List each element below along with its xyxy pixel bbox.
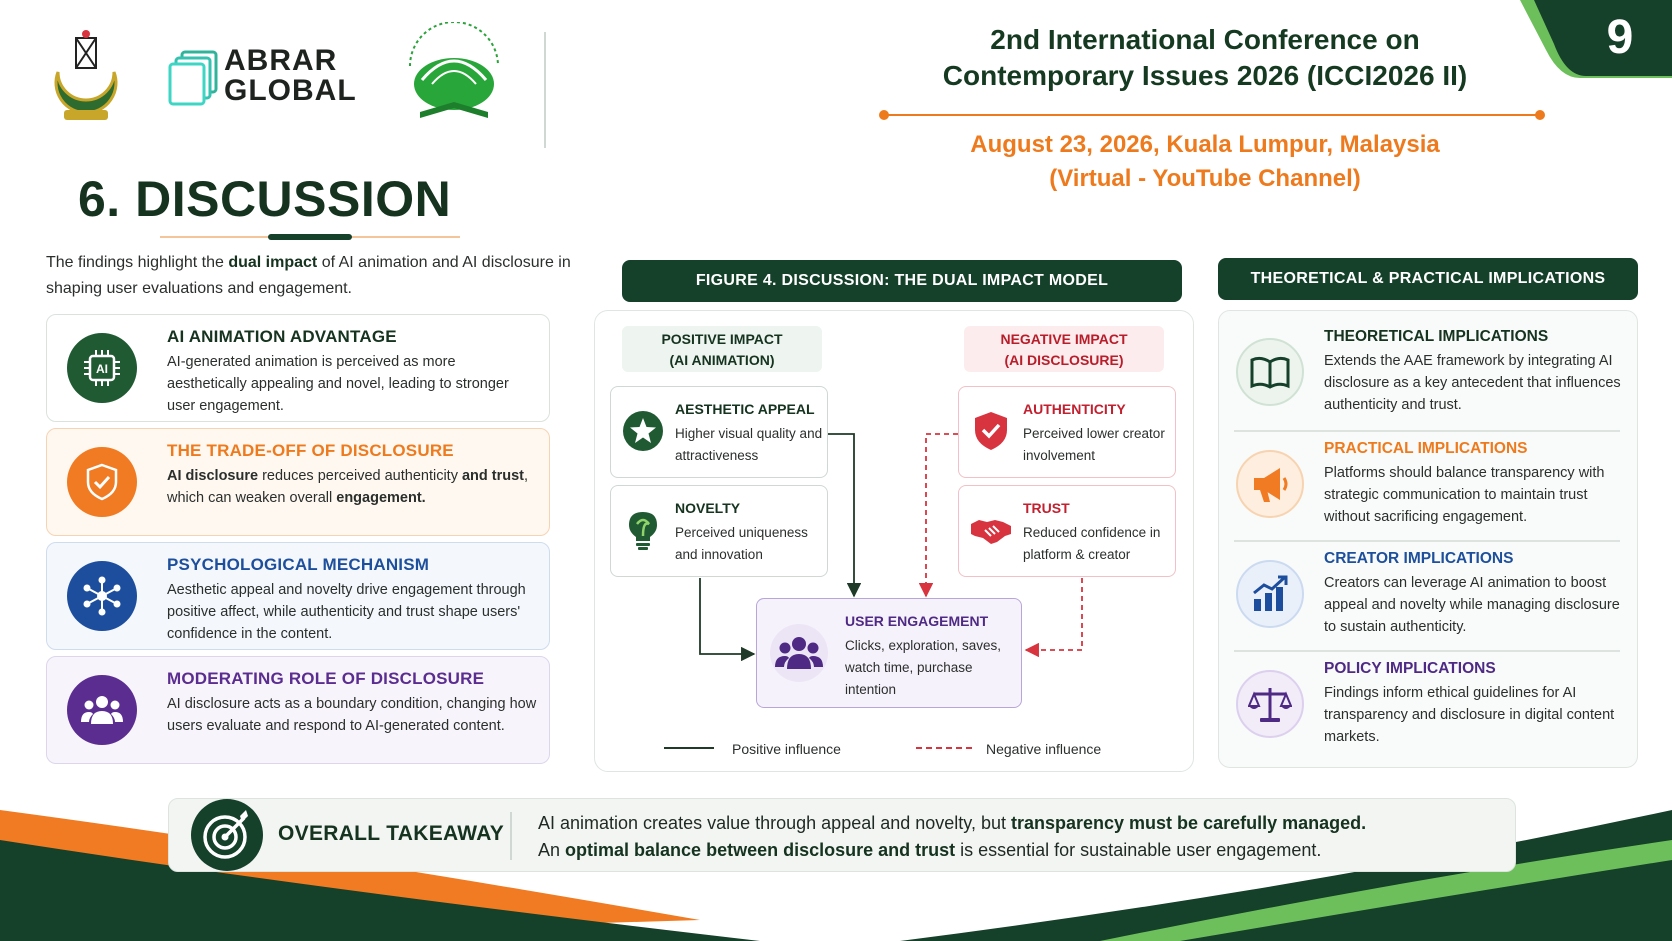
- abrar-global-logo: ABRAR GLOBAL: [168, 42, 358, 112]
- legend-positive-label: Positive influence: [732, 741, 841, 757]
- megaphone-icon: [1236, 450, 1304, 518]
- card-text: Aesthetic appeal and novelty drive engag…: [167, 582, 526, 642]
- overall-takeaway-bar: [168, 798, 1516, 872]
- takeaway-label: OVERALL TAKEAWAY: [278, 822, 505, 845]
- node-text: Reduced confidence in platform & creator: [1023, 525, 1161, 562]
- conference-title: 2nd International Conference on Contempo…: [942, 24, 1468, 91]
- card-title: AI ANIMATION ADVANTAGE: [167, 327, 397, 346]
- growth-chart-icon: [1236, 560, 1304, 628]
- takeaway-divider: [510, 812, 512, 860]
- lightbulb-icon: [629, 512, 657, 550]
- scales-icon: [1236, 670, 1304, 738]
- conference-date: August 23, 2026, Kuala Lumpur, Malaysia …: [970, 131, 1440, 192]
- node-title: TRUST: [1023, 500, 1070, 516]
- takeaway-text: AI animation creates value through appea…: [538, 813, 1367, 860]
- figure-header: FIGURE 4. DISCUSSION: THE DUAL IMPACT MO…: [622, 260, 1182, 302]
- implication-divider: [1234, 650, 1620, 652]
- page-number-tab: [1520, 0, 1672, 78]
- implication-divider: [1234, 540, 1620, 542]
- stacked-pages-icon: [168, 50, 218, 106]
- book-icon: [1236, 338, 1304, 406]
- card-moderating-role: MODERATING ROLE OF DISCLOSURE AI disclos…: [46, 656, 550, 764]
- node-title: USER ENGAGEMENT: [845, 613, 989, 629]
- card-text: AI disclosure reduces perceived authenti…: [167, 468, 529, 506]
- implication-theoretical: THEORETICAL IMPLICATIONS Extends the AAE…: [1234, 318, 1624, 426]
- shield-check-icon: [67, 447, 137, 517]
- implications-header: THEORETICAL & PRACTICAL IMPLICATIONS: [1218, 258, 1638, 300]
- negative-impact-header: NEGATIVE IMPACT(AI DISCLOSURE): [964, 326, 1164, 372]
- conference-rule: [879, 110, 1545, 120]
- node-text: Perceived lower creator involvement: [1023, 426, 1165, 463]
- card-psychological-mechanism: PSYCHOLOGICAL MECHANISM Aesthetic appeal…: [46, 542, 550, 650]
- implication-policy: POLICY IMPLICATIONS Findings inform ethi…: [1234, 650, 1624, 758]
- node-title: NOVELTY: [675, 500, 741, 516]
- network-icon: [67, 561, 137, 631]
- crescent-crest-logo: [54, 30, 118, 120]
- implication-creator: CREATOR IMPLICATIONS Creators can levera…: [1234, 540, 1624, 648]
- intro-paragraph: The findings highlight the dual impact o…: [46, 254, 571, 297]
- svg-text:AI: AI: [96, 362, 108, 376]
- implication-text: Extends the AAE framework by integrating…: [1324, 353, 1621, 413]
- node-novelty: NOVELTY Perceived uniqueness and innovat…: [610, 485, 828, 577]
- implication-text: Platforms should balance transparency wi…: [1324, 465, 1605, 525]
- abrar-global-wordmark: ABRAR GLOBAL: [224, 44, 357, 107]
- node-authenticity: AUTHENTICITY Perceived lower creator inv…: [958, 386, 1176, 478]
- shield-check-icon: [975, 412, 1007, 450]
- implication-divider: [1234, 430, 1620, 432]
- implication-text: Findings inform ethical guidelines for A…: [1324, 685, 1615, 745]
- node-trust: TRUST Reduced confidence in platform & c…: [958, 485, 1176, 577]
- card-trade-off-disclosure: THE TRADE-OFF OF DISCLOSURE AI disclosur…: [46, 428, 550, 536]
- foundation-seal-logo: [409, 22, 499, 118]
- ai-chip-icon: AI: [67, 333, 137, 403]
- implication-title: THEORETICAL IMPLICATIONS: [1324, 328, 1549, 345]
- users-group-icon: [770, 624, 828, 682]
- legend-negative-label: Negative influence: [986, 741, 1102, 757]
- implication-title: POLICY IMPLICATIONS: [1324, 660, 1496, 677]
- node-title: AUTHENTICITY: [1023, 401, 1126, 417]
- node-title: AESTHETIC APPEAL: [675, 401, 815, 417]
- implication-title: CREATOR IMPLICATIONS: [1324, 550, 1514, 567]
- handshake-icon: [971, 520, 1011, 544]
- card-ai-animation-advantage: AI AI ANIMATION ADVANTAGE AI-generated a…: [46, 314, 550, 422]
- card-text: AI disclosure acts as a boundary conditi…: [167, 696, 537, 734]
- logo-strip: ABRAR GLOBAL: [40, 22, 560, 152]
- node-aesthetic-appeal: AESTHETIC APPEAL Higher visual quality a…: [610, 386, 828, 478]
- node-text: Perceived uniqueness and innovation: [675, 525, 808, 562]
- target-icon: [191, 799, 263, 871]
- page-number: 9: [1606, 11, 1634, 64]
- section-title-underline: [160, 234, 460, 240]
- card-text: AI-generated animation is perceived as m…: [167, 354, 509, 414]
- card-title: PSYCHOLOGICAL MECHANISM: [167, 555, 430, 574]
- node-user-engagement: USER ENGAGEMENT Clicks, exploration, sav…: [756, 598, 1022, 708]
- implication-title: PRACTICAL IMPLICATIONS: [1324, 440, 1528, 457]
- card-title: THE TRADE-OFF OF DISCLOSURE: [167, 441, 454, 460]
- implication-practical: PRACTICAL IMPLICATIONS Platforms should …: [1234, 430, 1624, 538]
- positive-impact-header: POSITIVE IMPACT(AI ANIMATION): [622, 326, 822, 372]
- implication-text: Creators can leverage AI animation to bo…: [1324, 575, 1620, 635]
- star-icon: [623, 411, 663, 451]
- node-text: Clicks, exploration, saves, watch time, …: [845, 638, 1002, 697]
- section-title: 6. DISCUSSION: [78, 171, 452, 227]
- node-text: Higher visual quality and attractiveness: [675, 426, 823, 463]
- card-title: MODERATING ROLE OF DISCLOSURE: [167, 669, 485, 688]
- users-group-icon: [67, 675, 137, 745]
- header-divider: [544, 32, 546, 148]
